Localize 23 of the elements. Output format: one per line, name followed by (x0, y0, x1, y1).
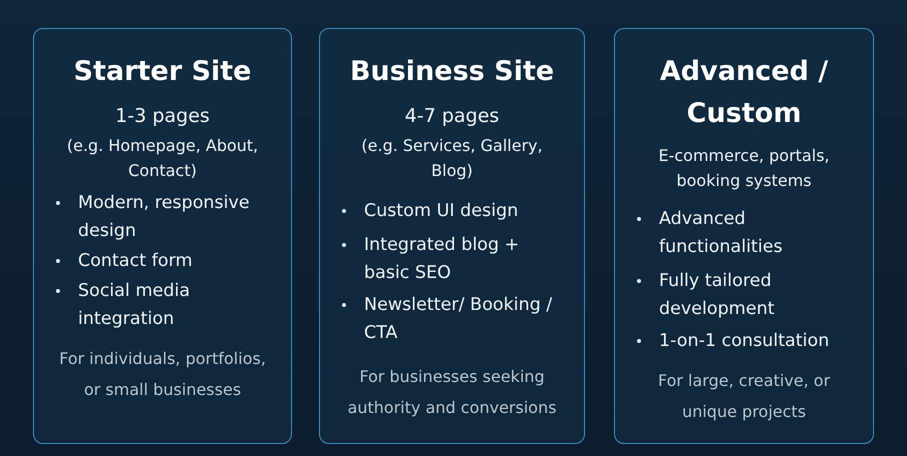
page-count: 1-3 pages (114, 104, 211, 129)
card-subtitle: E-commerce, portals, booking systems (658, 145, 830, 192)
card-subtitle: (e.g. Services, Gallery, Blog) (360, 135, 544, 182)
audience-note: For individuals, portfolios, or small businesses (58, 348, 267, 401)
feature-item: Social media integration (78, 281, 190, 329)
card-title: Business Site (348, 55, 556, 89)
feature-item: 1-on-1 consultation (659, 331, 830, 351)
feature-item: Integrated blog + basic SEO (364, 235, 520, 283)
plan-card (319, 28, 585, 444)
plan-card (33, 28, 292, 444)
feature-item: Custom UI design (364, 201, 518, 221)
audience-note: For businesses seeking authority and conversions (346, 366, 558, 419)
card-title: Advanced / Custom (658, 55, 830, 131)
feature-item: Newsletter/ Booking / CTA (364, 295, 552, 343)
card-title: Starter Site (72, 55, 252, 89)
feature-item: Fully tailored development (659, 271, 774, 319)
feature-item: Advanced functionalities (659, 209, 783, 257)
plan-card (614, 28, 874, 444)
audience-note: For large, creative, or unique projects (656, 370, 832, 423)
page-count: 4-7 pages (404, 104, 500, 129)
feature-item: Contact form (78, 251, 192, 271)
card-subtitle: (e.g. Homepage, About, Contact) (66, 135, 260, 182)
feature-item: Modern, responsive design (78, 193, 250, 241)
